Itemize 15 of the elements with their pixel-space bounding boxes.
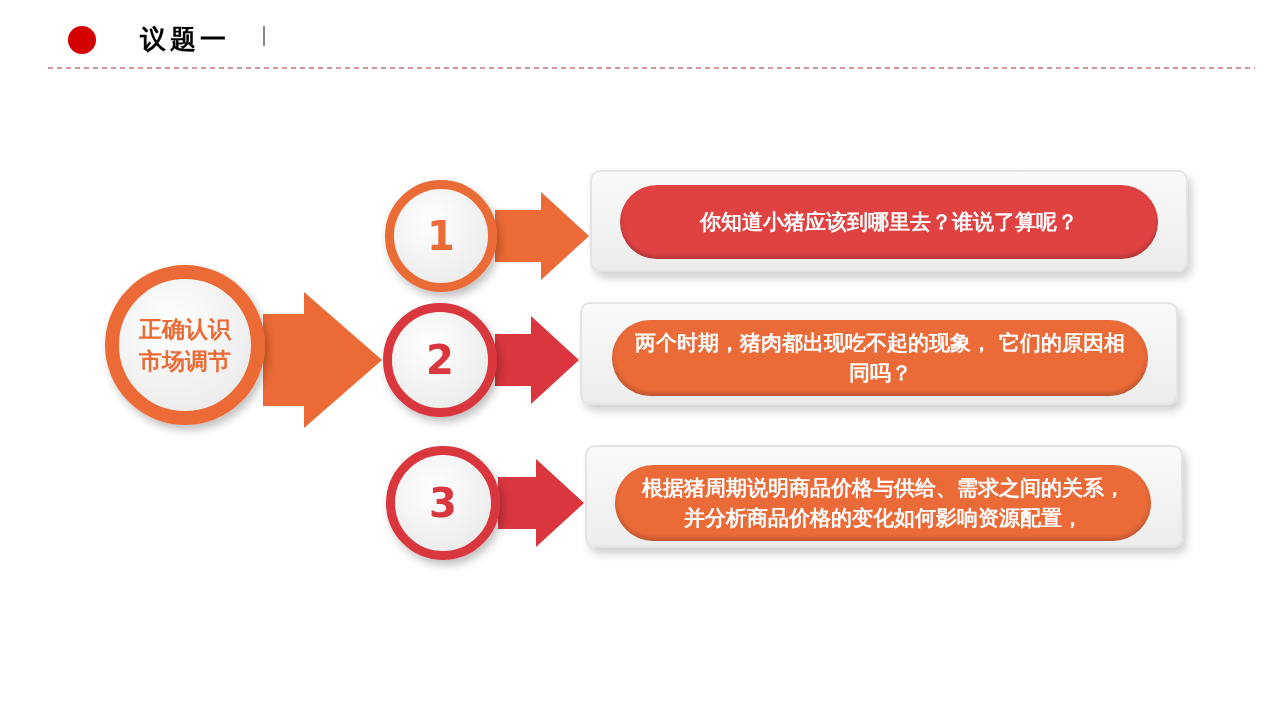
card-background [580, 302, 1178, 405]
number-circle: 3 [386, 446, 500, 560]
question-pill: 根据猪周期说明商品价格与供给、需求之间的关系，并分析商品价格的变化如何影响资源配置， [615, 465, 1151, 541]
title: 议题一 [140, 23, 230, 56]
topic-circle: 正确认识市场调节 [105, 265, 265, 425]
card-background [590, 170, 1188, 272]
number-circle: 2 [383, 303, 497, 417]
chevron-arrow [495, 192, 589, 280]
chevron-arrow [263, 292, 382, 428]
chevron-arrow [495, 316, 579, 404]
question-pill: 两个时期，猪肉都出现吃不起的现象， 它们的原因相同吗？ [612, 320, 1148, 396]
chevron-arrow [498, 459, 584, 547]
question-pill: 你知道小猪应该到哪里去？谁说了算呢？ [620, 185, 1158, 259]
card-background [585, 445, 1183, 548]
number-circle: 1 [385, 180, 497, 292]
